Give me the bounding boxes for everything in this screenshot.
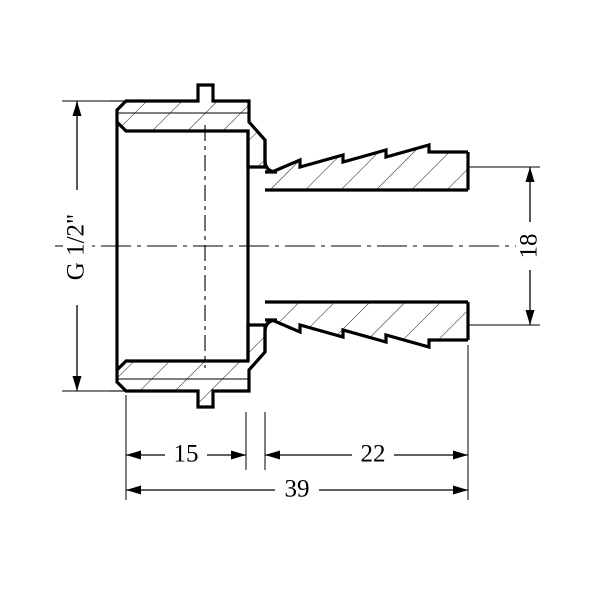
thread-length-dimension: 15 — [126, 441, 246, 469]
arrow-up-thread — [72, 101, 82, 116]
arrow-up-18 — [525, 167, 535, 182]
fillet-bottom — [263, 318, 278, 352]
hose-outer-diameter-label: 18 — [516, 234, 543, 259]
thread-size-dimension: G 1/2" — [62, 100, 130, 392]
arrow-right-15 — [231, 450, 246, 460]
arrow-left-39 — [126, 485, 141, 495]
arrow-down-18 — [525, 310, 535, 325]
arrow-left-22 — [265, 450, 280, 460]
barb-length-label: 22 — [361, 441, 386, 468]
arrow-right-22 — [453, 450, 468, 460]
overall-length-label: 39 — [285, 476, 310, 503]
arrow-right-39 — [453, 485, 468, 495]
thread-length-label: 15 — [174, 441, 199, 468]
arrow-left-15 — [126, 450, 141, 460]
bottom-section-body — [110, 323, 267, 409]
barb-length-dimension: 22 — [265, 441, 468, 469]
hose-outer-diameter-dimension: 18 — [516, 167, 545, 325]
thread-size-label: G 1/2" — [63, 214, 90, 280]
top-section-body — [110, 83, 267, 169]
top-barb-wall — [265, 142, 540, 192]
bottom-barb-wall — [265, 300, 540, 350]
fillet-top — [263, 140, 278, 174]
overall-length-dimension: 39 — [126, 476, 468, 504]
arrow-down-thread — [72, 376, 82, 391]
